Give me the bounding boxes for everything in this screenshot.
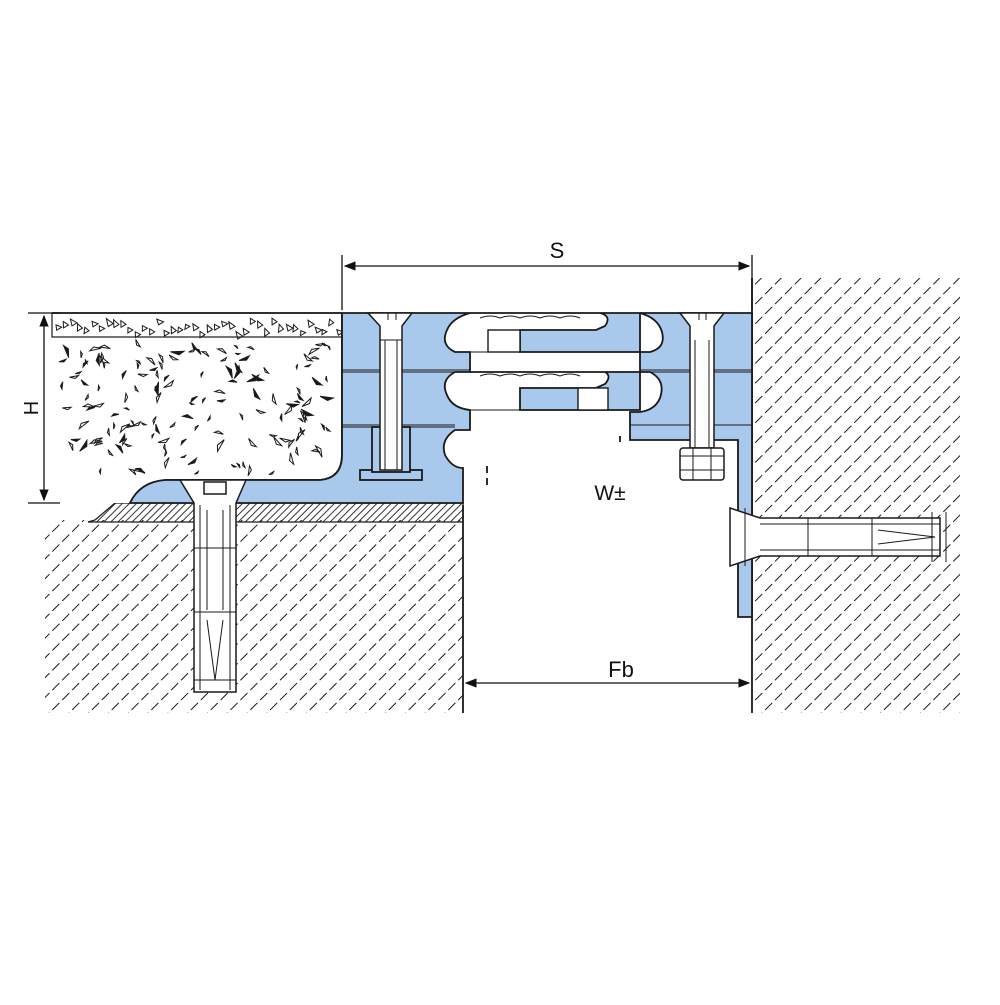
countersunk-screw-left xyxy=(359,312,423,481)
wall-anchor-bolt xyxy=(729,506,947,568)
bolt-with-nut-right xyxy=(678,312,726,481)
elastomer-insert xyxy=(470,312,641,411)
movement-label: W± xyxy=(594,482,625,505)
left-concrete-substrate xyxy=(45,505,464,713)
dimension-height: H xyxy=(21,312,60,504)
floor-screed-covering xyxy=(45,312,345,504)
right-concrete-wall xyxy=(751,278,960,713)
mortar-bed xyxy=(87,502,464,523)
gap-break-marks xyxy=(486,436,621,485)
dimension-span: S xyxy=(341,238,753,310)
dimension-gap: Fb xyxy=(464,657,751,688)
floor-anchor-bolt xyxy=(178,479,248,693)
gap-label: Fb xyxy=(608,657,634,682)
height-label: H xyxy=(21,401,43,415)
span-label: S xyxy=(550,238,565,263)
